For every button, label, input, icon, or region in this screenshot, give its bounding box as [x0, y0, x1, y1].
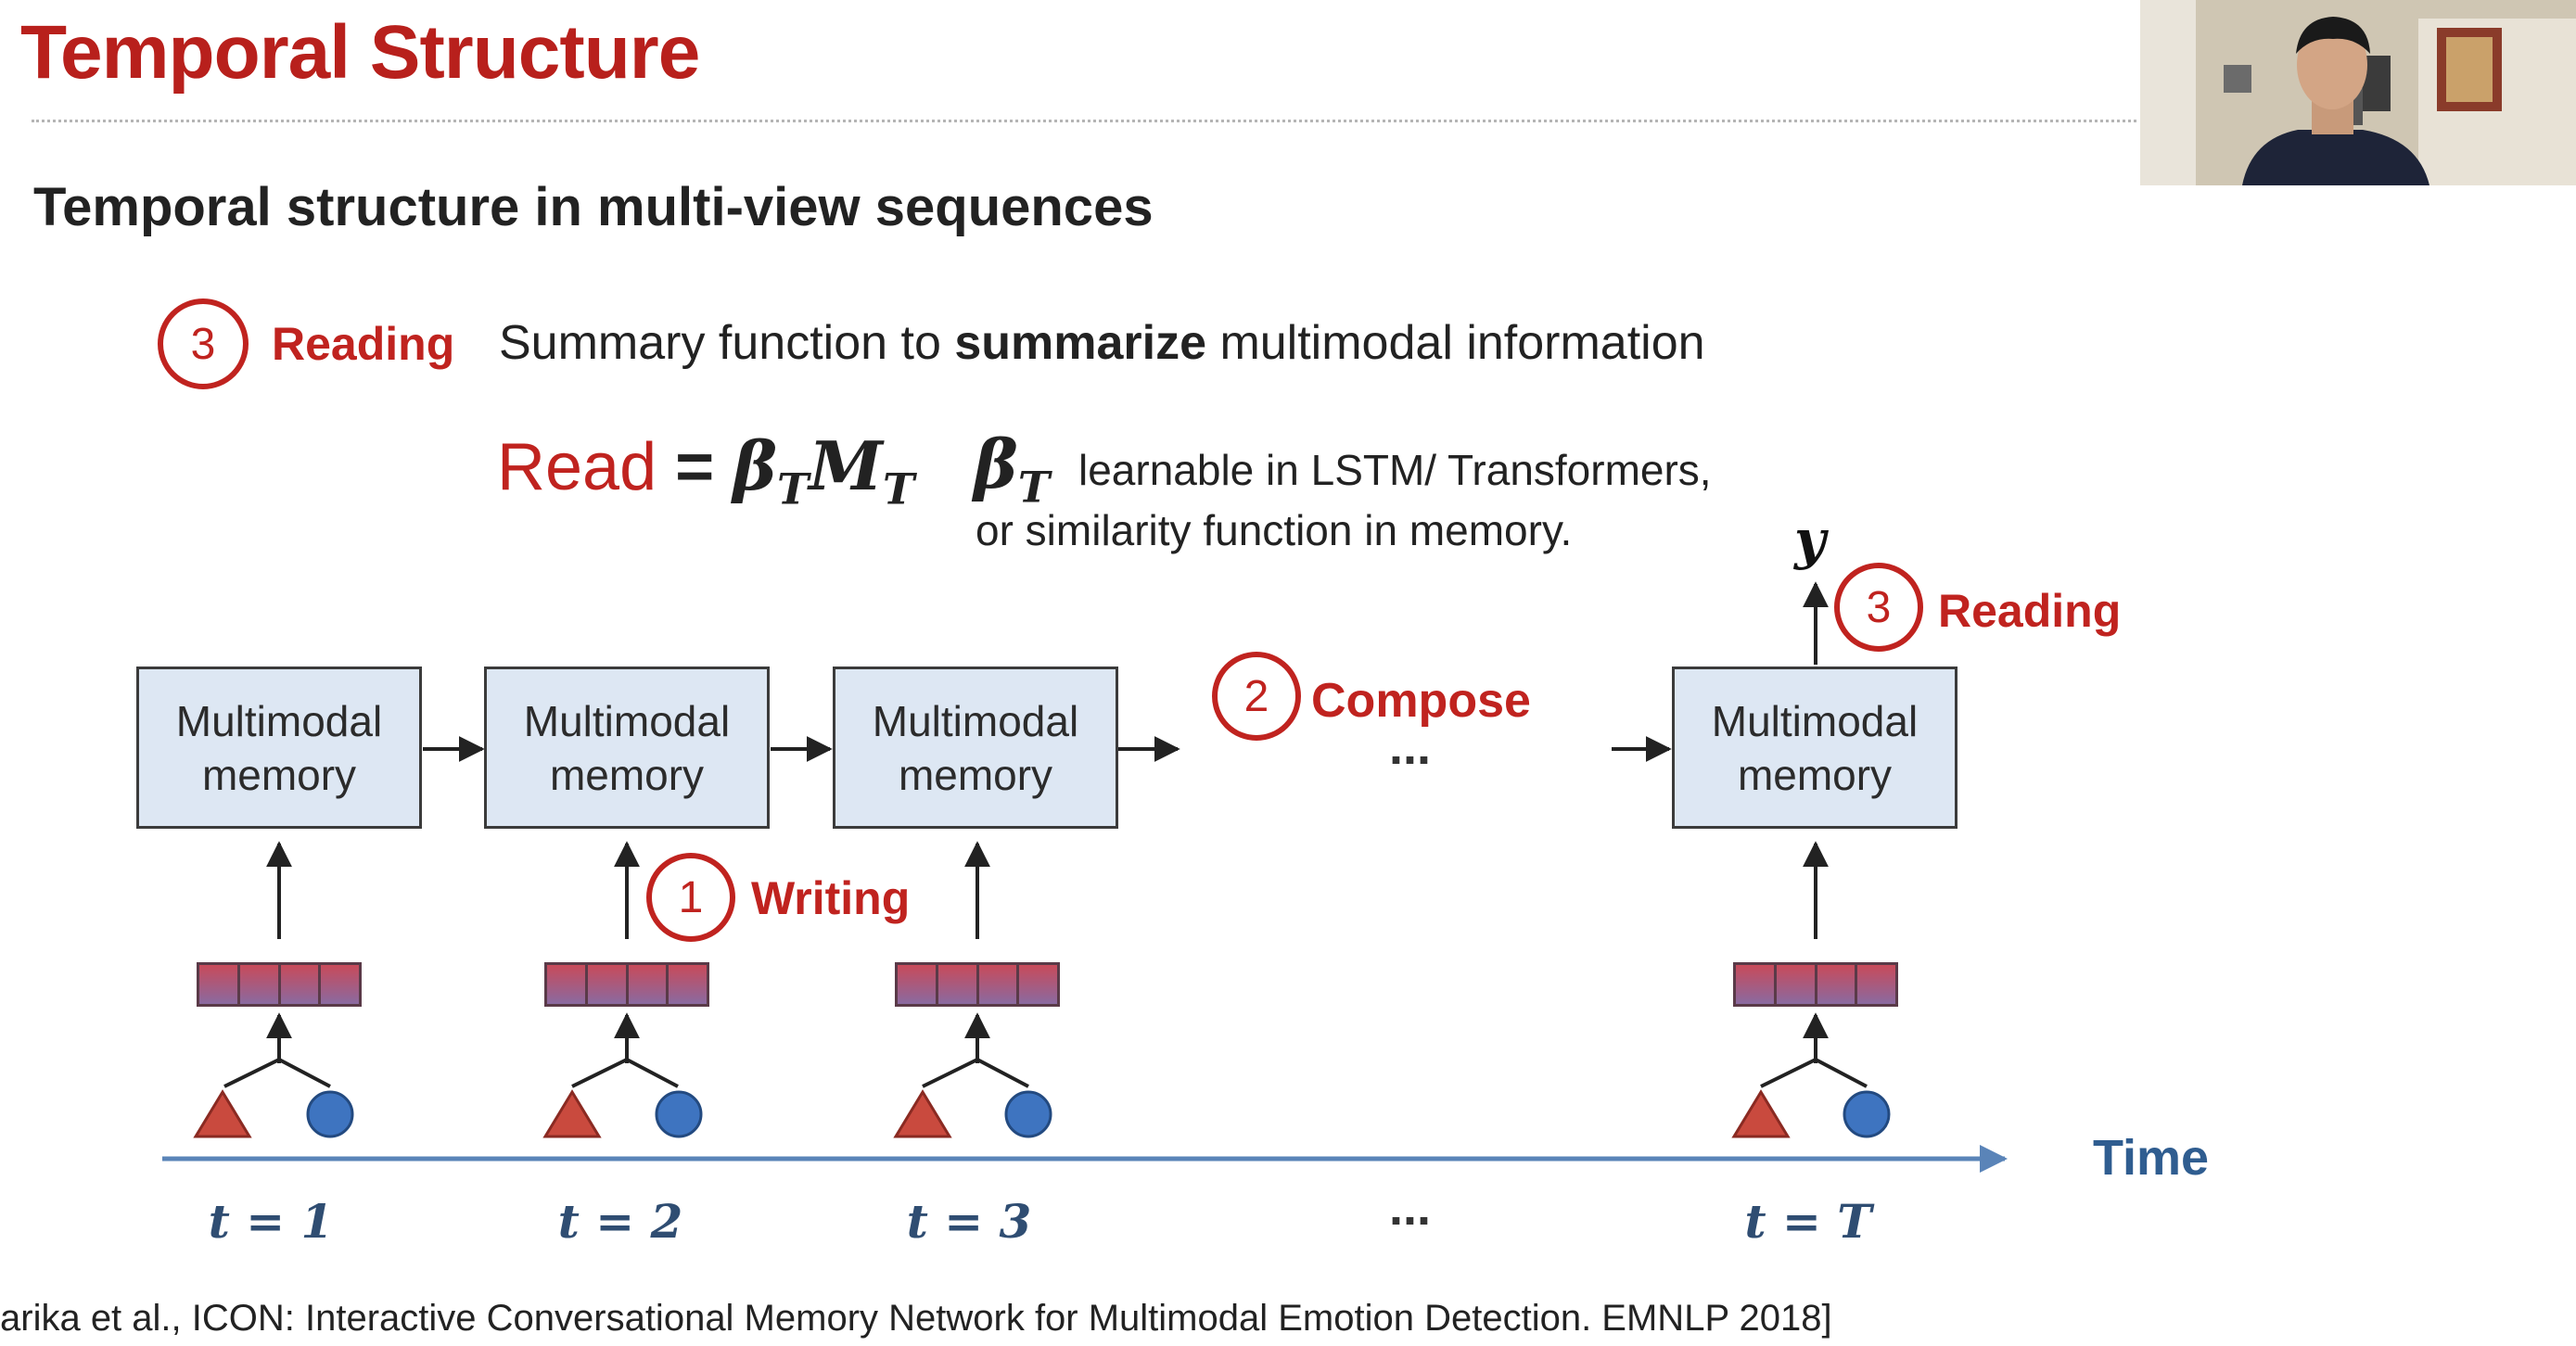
time-step-1: t = 1: [208, 1194, 334, 1249]
feature-vector-2: [544, 962, 709, 1007]
time-step-ellipsis: ...: [1389, 1180, 1432, 1236]
step-number: 3: [1866, 582, 1892, 632]
formula-m-sub: T: [882, 463, 915, 514]
step-number: 3: [190, 319, 216, 369]
triangle-modality-1: [193, 1089, 252, 1138]
step-1-badge: 1: [646, 853, 735, 942]
writing-label: Writing: [751, 872, 911, 924]
time-step-2: t = 2: [557, 1194, 683, 1249]
memory-box-line2: memory: [1737, 750, 1893, 799]
step-3-diagram-badge: 3: [1834, 563, 1923, 652]
summary-post: multimodal information: [1206, 316, 1705, 370]
slide-subtitle: Temporal structure in multi-view sequenc…: [33, 177, 1154, 237]
reading-diagram-label: Reading: [1938, 585, 2122, 637]
columns: [193, 841, 1891, 1138]
time-step-3: t = 3: [906, 1194, 1032, 1249]
circle-modality-1: [306, 1090, 354, 1138]
beta-note-symbol: βT: [974, 425, 1050, 512]
formula-beta: β: [733, 426, 777, 505]
note-beta-sub: T: [1017, 462, 1051, 513]
memory-box-line2: memory: [201, 750, 357, 799]
slide-title: Temporal Structure: [20, 10, 700, 95]
beta-note-line2: or similarity function in memory.: [976, 506, 1573, 554]
compose-ellipsis: ...: [1389, 719, 1432, 775]
circle-modality-3: [1004, 1090, 1052, 1138]
formula-read: Read: [497, 430, 657, 504]
memory-box-T: Multimodal memory: [1672, 667, 1958, 829]
memory-box-3: Multimodal memory: [833, 667, 1118, 829]
triangle-modality-3: [893, 1089, 952, 1138]
column-3: [893, 841, 1052, 1138]
memory-box-1: Multimodal memory: [136, 667, 422, 829]
title-divider: [32, 120, 2136, 122]
formula-beta-sub: T: [777, 463, 810, 514]
feature-vector-T: [1733, 962, 1898, 1007]
column-1: [193, 841, 354, 1138]
compose-label: Compose: [1311, 674, 1531, 728]
memory-box-line1: Multimodal: [1711, 696, 1919, 745]
step-number: 2: [1243, 671, 1269, 721]
circle-modality-T: [1843, 1090, 1891, 1138]
citation: arika et al., ICON: Interactive Conversa…: [0, 1298, 1832, 1339]
step-3-badge: 3: [158, 298, 249, 389]
memory-box-line2: memory: [549, 750, 705, 799]
feature-vector-1: [197, 962, 362, 1007]
memory-box-line1: Multimodal: [523, 696, 731, 745]
memory-box-2: Multimodal memory: [484, 667, 770, 829]
read-formula: Read = βTMT: [497, 426, 914, 514]
step-number: 1: [678, 872, 704, 922]
summary-sentence: Summary function to summarize multimodal…: [499, 315, 1705, 371]
feature-vector-3: [895, 962, 1060, 1007]
presenter-webcam: [2140, 0, 2576, 185]
circle-modality-2: [655, 1090, 703, 1138]
triangle-modality-T: [1731, 1089, 1791, 1138]
presenter-video-image: [2140, 0, 2576, 185]
memory-box-line1: Multimodal: [872, 696, 1079, 745]
formula-m: M: [809, 426, 883, 505]
column-2: [542, 841, 703, 1138]
output-y-label: y: [1794, 508, 1826, 571]
formula-equals: =: [657, 430, 733, 504]
beta-note-line1: learnable in LSTM/ Transformers,: [1078, 446, 1712, 494]
time-step-T: t = T: [1744, 1194, 1872, 1249]
summary-pre: Summary function to: [499, 316, 955, 370]
memory-box-line1: Multimodal: [175, 696, 383, 745]
note-beta: β: [974, 425, 1018, 503]
time-axis-label: Time: [2093, 1130, 2210, 1186]
triangle-modality-2: [542, 1089, 602, 1138]
memory-box-line2: memory: [898, 750, 1053, 799]
column-T: [1731, 841, 1891, 1138]
reading-heading: Reading: [272, 318, 455, 370]
step-2-badge: 2: [1212, 652, 1301, 741]
summary-bold: summarize: [954, 316, 1206, 370]
